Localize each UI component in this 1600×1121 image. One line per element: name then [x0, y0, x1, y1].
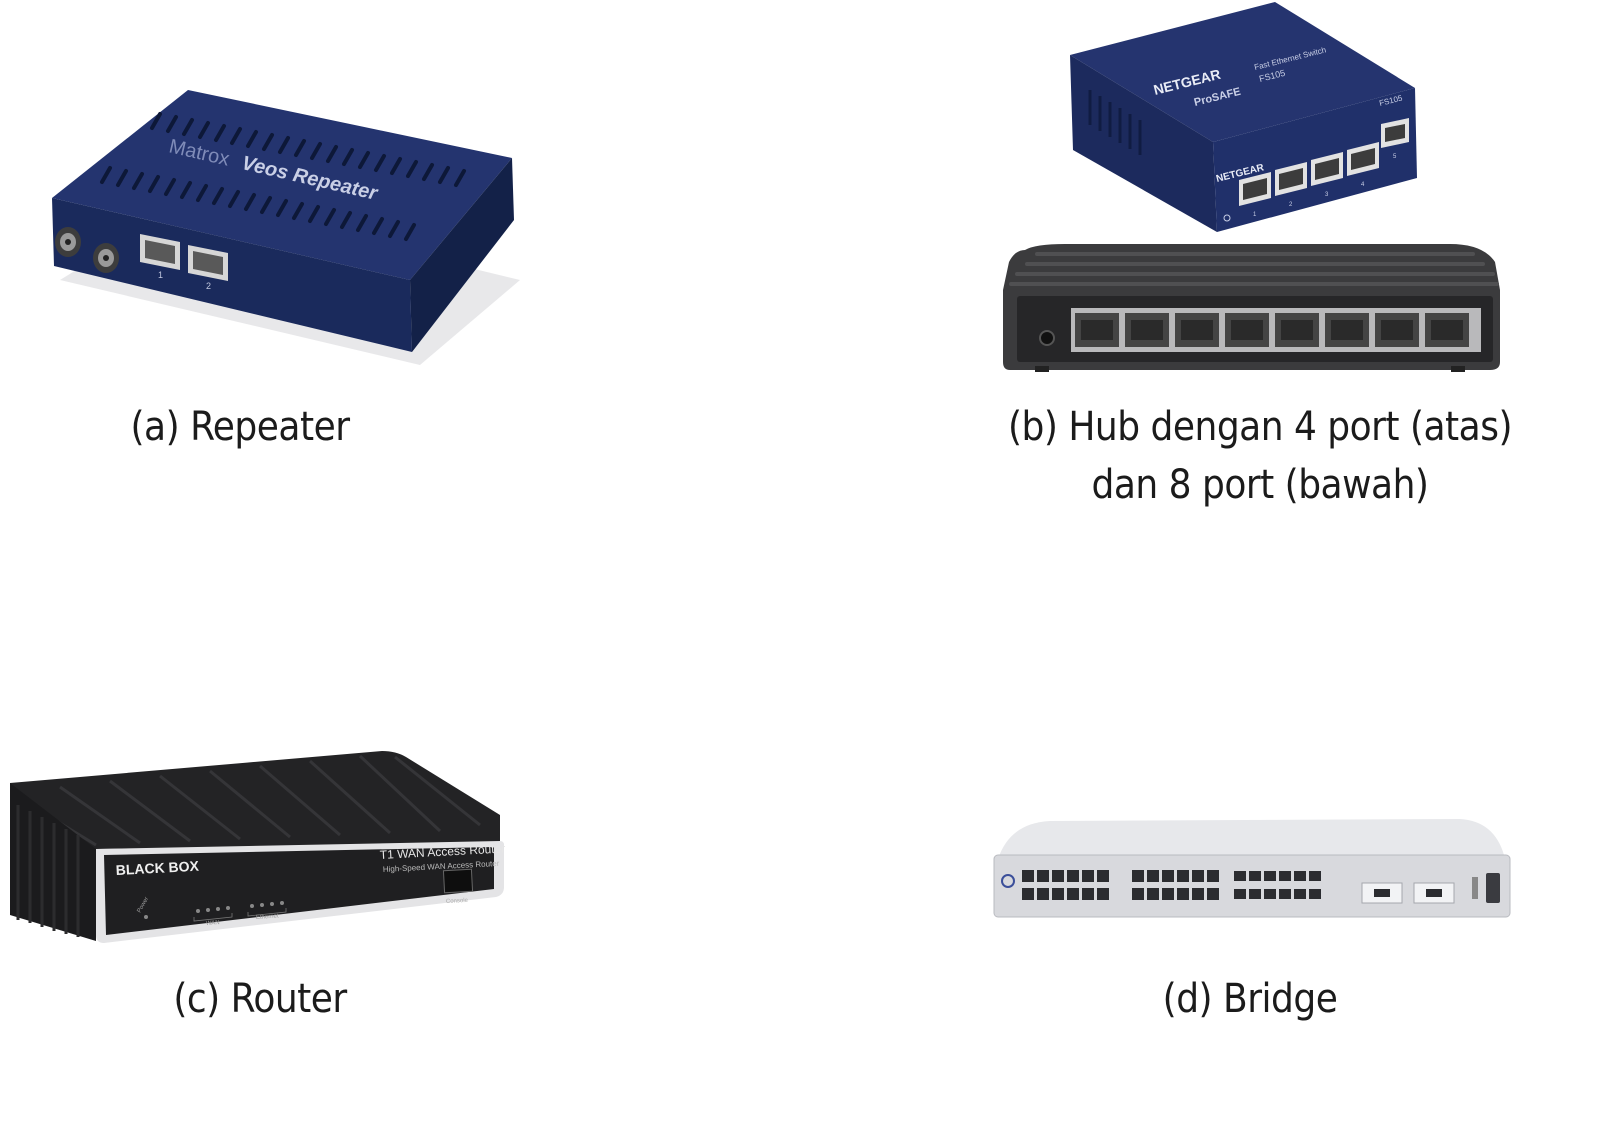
status-led-icon [216, 907, 220, 911]
ethernet-port-icon [1162, 870, 1174, 882]
usb-port-icon [1472, 877, 1478, 899]
repeater-vents [100, 112, 466, 241]
figure-bridge [990, 815, 1515, 925]
ethernet-port-icon [1381, 118, 1409, 148]
ethernet-port-icon [1347, 142, 1379, 176]
ethernet-port-icon [1097, 888, 1109, 900]
svg-text:Console: Console [446, 898, 469, 905]
repeater-image: Matrox Veos Repeater 1 2 [52, 90, 520, 365]
status-led-icon [144, 915, 148, 919]
console-port-icon [442, 868, 474, 894]
sfp-port-icon [1279, 871, 1291, 881]
sfp-port-icon [1234, 889, 1246, 899]
bridge-logo-icon [1001, 874, 1015, 888]
ethernet-port-icon [1177, 888, 1189, 900]
hub-port-number: 5 [1393, 154, 1397, 160]
ethernet-port-icon [1162, 888, 1174, 900]
hub-8-port [1003, 244, 1500, 372]
sfp-port-icon [1279, 889, 1291, 899]
ethernet-port-icon [1239, 172, 1271, 206]
uplink-port-icon [1426, 889, 1442, 897]
ethernet-port-icon [1311, 152, 1343, 186]
repeater-port-number: 1 [158, 270, 163, 280]
status-led-icon [280, 901, 284, 905]
ethernet-port-icon [1067, 870, 1079, 882]
sfp-port-icon [1234, 871, 1246, 881]
ethernet-port-icon [1147, 870, 1159, 882]
ethernet-port-icon [1052, 888, 1064, 900]
status-led-icon [270, 902, 274, 906]
svg-text:Ethernet: Ethernet [256, 913, 279, 921]
router-ethernet-label: Ethernet [256, 913, 279, 921]
caption-hubs: (b) Hub dengan 4 port (atas) dan 8 port … [1007, 404, 1513, 508]
bridge-image [993, 819, 1511, 918]
ethernet-port-icon [1275, 162, 1307, 196]
hub-port-number: 2 [1289, 202, 1293, 208]
figure-router: BLACK BOX T1 WAN Access Router High-Spee… [0, 745, 510, 950]
figure-hubs: NETGEAR ProSAFE Fast Ethernet Switch FS1… [995, 0, 1505, 380]
ethernet-port-icon [1192, 870, 1204, 882]
ethernet-port-icon [140, 234, 180, 270]
ethernet-port-icon [1037, 888, 1049, 900]
ethernet-port-icon [188, 245, 228, 281]
ethernet-port-icon [1192, 888, 1204, 900]
ethernet-port-icon [1082, 888, 1094, 900]
svg-text:WAN: WAN [206, 920, 220, 927]
sfp-port-icon [1249, 871, 1261, 881]
hub-port-number: 3 [1325, 192, 1329, 198]
ethernet-port-icon [1132, 888, 1144, 900]
ethernet-port-icon [1052, 870, 1064, 882]
ethernet-port-icon [1207, 870, 1219, 882]
ethernet-port-icon [1177, 870, 1189, 882]
power-led-icon [1223, 214, 1231, 222]
ethernet-port-icon [1207, 888, 1219, 900]
ethernet-port-icon [1097, 870, 1109, 882]
svg-text:T1 WAN Access Router: T1 WAN Access Router [379, 841, 505, 862]
sfp-port-icon [1294, 871, 1306, 881]
sfp-port-icon [1309, 889, 1321, 899]
status-led-icon [250, 904, 254, 908]
router-console-label: Console [446, 898, 469, 905]
status-led-icon [206, 908, 210, 912]
console-port-icon [1486, 873, 1500, 903]
ethernet-port-icon [1022, 870, 1034, 882]
hub-4-port: NETGEAR ProSAFE Fast Ethernet Switch FS1… [1070, 2, 1417, 232]
uplink-port-icon [1374, 889, 1390, 897]
ethernet-port-icon [1067, 888, 1079, 900]
ethernet-port-icon [1147, 888, 1159, 900]
repeater-top-face [52, 90, 512, 280]
sfp-port-icon [1309, 871, 1321, 881]
bridge-top-face [998, 819, 1504, 859]
hub-images: NETGEAR ProSAFE Fast Ethernet Switch FS1… [1003, 2, 1500, 372]
status-led-icon [260, 903, 264, 907]
repeater-port-number: 2 [206, 281, 211, 291]
status-led-icon [226, 906, 230, 910]
caption-bridge: (d) Bridge [1162, 976, 1338, 1022]
bnc-connector-icon [93, 243, 119, 273]
sfp-port-icon [1249, 889, 1261, 899]
ethernet-port-icon [1037, 870, 1049, 882]
ethernet-port-icon [1132, 870, 1144, 882]
status-led-icon [196, 909, 200, 913]
router-title-label: T1 WAN Access Router [379, 841, 505, 862]
hub-port-number: 1 [1253, 212, 1257, 218]
figure-repeater: Matrox Veos Repeater 1 2 [40, 80, 530, 370]
ethernet-port-icon [1022, 888, 1034, 900]
bnc-connector-icon [55, 227, 81, 257]
sfp-port-icon [1264, 889, 1276, 899]
caption-repeater: (a) Repeater [130, 404, 351, 450]
caption-router: (c) Router [173, 976, 347, 1022]
router-image: BLACK BOX T1 WAN Access Router High-Spee… [10, 751, 506, 943]
router-brand-label: BLACK BOX [115, 858, 200, 878]
router-wan-label: WAN [206, 920, 220, 927]
ethernet-port-icon [1082, 870, 1094, 882]
power-jack-icon [1039, 330, 1055, 346]
sfp-port-icon [1264, 871, 1276, 881]
svg-text:BLACK BOX: BLACK BOX [115, 858, 200, 878]
sfp-port-icon [1294, 889, 1306, 899]
hub-port-number: 4 [1361, 182, 1365, 188]
